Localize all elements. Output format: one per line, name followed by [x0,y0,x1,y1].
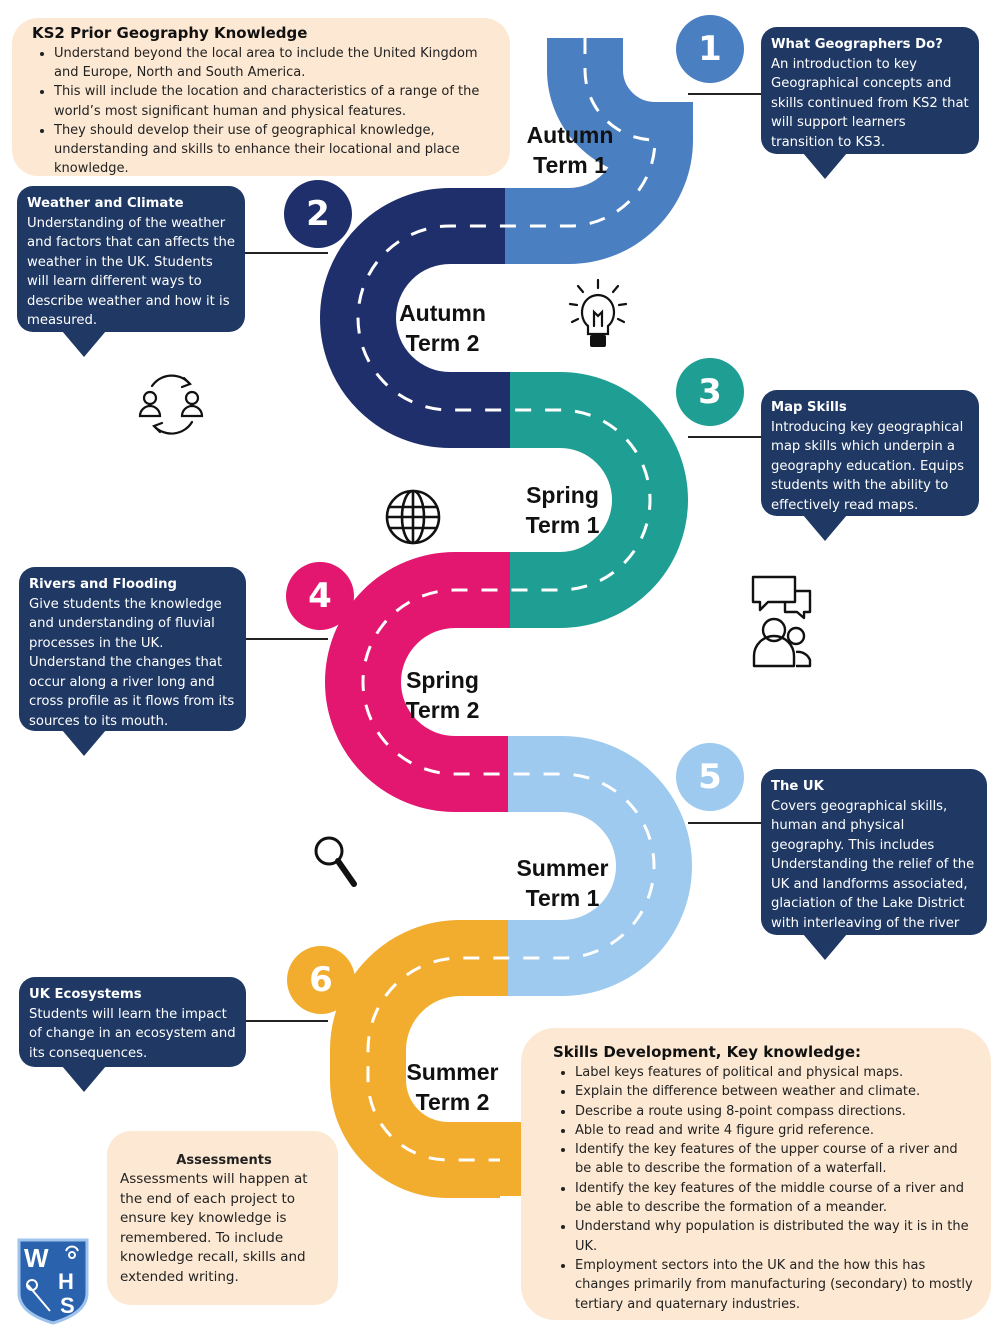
people-exchange-icon [138,374,204,435]
callout-tail [803,515,847,541]
callout-rivers-and-flooding: Rivers and Flooding Give students the kn… [19,567,246,731]
magnifier-icon [314,836,357,887]
assessments-title: Assessments [176,1153,272,1168]
connector-line [688,93,762,95]
term-number-3: 3 [676,358,744,426]
connector-line [244,1020,328,1022]
list-item: Able to read and write 4 figure grid ref… [575,1121,973,1140]
skills-development-box: Skills Development, Key knowledge: Label… [521,1028,991,1320]
connector-line [688,822,762,824]
skills-bullet-list: Label keys features of political and phy… [553,1063,973,1314]
callout-text: Students will learn the impact of change… [29,1006,236,1061]
callout-text: Covers geographical skills, human and ph… [771,798,975,951]
callout-title: UK Ecosystems [29,987,142,1002]
globe-icon [385,489,441,545]
ks2-bullet-list: Understand beyond the local area to incl… [32,44,496,178]
list-item: Employment sectors into the UK and the h… [575,1256,973,1314]
callout-text: Introducing key geographical map skills … [771,419,964,513]
callout-tail [803,153,847,179]
connector-line [688,436,762,438]
callout-title: What Geographers Do? [771,37,943,52]
term-number-2: 2 [284,180,352,248]
term-number-5: 5 [676,743,744,811]
discussion-icon [751,575,812,668]
callout-title: Rivers and Flooding [29,577,177,592]
callout-title: The UK [771,779,824,794]
list-item: Label keys features of political and phy… [575,1063,973,1082]
callout-text: Understanding of the weather and factors… [27,215,235,329]
callout-what-geographers-do: What Geographers Do? An introduction to … [761,27,979,154]
list-item: Identify the key features of the middle … [575,1179,973,1218]
callout-map-skills: Map Skills Introducing key geographical … [761,390,979,516]
term-number-6: 6 [287,946,355,1014]
lightbulb-icon [568,278,628,347]
connector-line [244,252,328,254]
list-item: Understand why population is distributed… [575,1217,973,1256]
svg-text:W: W [24,1243,49,1273]
callout-title: Weather and Climate [27,196,184,211]
callout-tail [803,934,847,960]
assessments-box: Assessments Assessments will happen at t… [107,1131,338,1305]
list-item: Explain the difference between weather a… [575,1082,973,1101]
list-item: This will include the location and chara… [54,82,496,120]
callout-uk-ecosystems: UK Ecosystems Students will learn the im… [19,977,246,1067]
callout-tail [62,1066,106,1092]
svg-text:H: H [58,1269,74,1294]
callout-tail [62,730,106,756]
assessments-text: Assessments will happen at the end of ea… [120,1171,308,1285]
list-item: They should develop their use of geograp… [54,121,496,179]
skills-title: Skills Development, Key knowledge: [553,1043,861,1061]
svg-text:S: S [60,1293,75,1318]
ks2-title: KS2 Prior Geography Knowledge [32,24,308,42]
term-number-4: 4 [286,562,354,630]
ks2-prior-knowledge-box: KS2 Prior Geography Knowledge Understand… [12,18,510,176]
connector-line [244,638,328,640]
list-item: Identify the key features of the upper c… [575,1140,973,1179]
callout-title: Map Skills [771,400,847,415]
school-logo: W H S [17,1238,89,1325]
list-item: Understand beyond the local area to incl… [54,44,496,82]
list-item: Describe a route using 8-point compass d… [575,1102,973,1121]
callout-the-uk: The UK Covers geographical skills, human… [761,769,987,950]
callout-text: Give students the knowledge and understa… [29,596,235,729]
term-number-1: 1 [676,15,744,83]
callout-weather-and-climate: Weather and Climate Understanding of the… [17,186,245,332]
callout-text: An introduction to key Geographical conc… [771,56,969,150]
callout-tail [62,331,106,357]
